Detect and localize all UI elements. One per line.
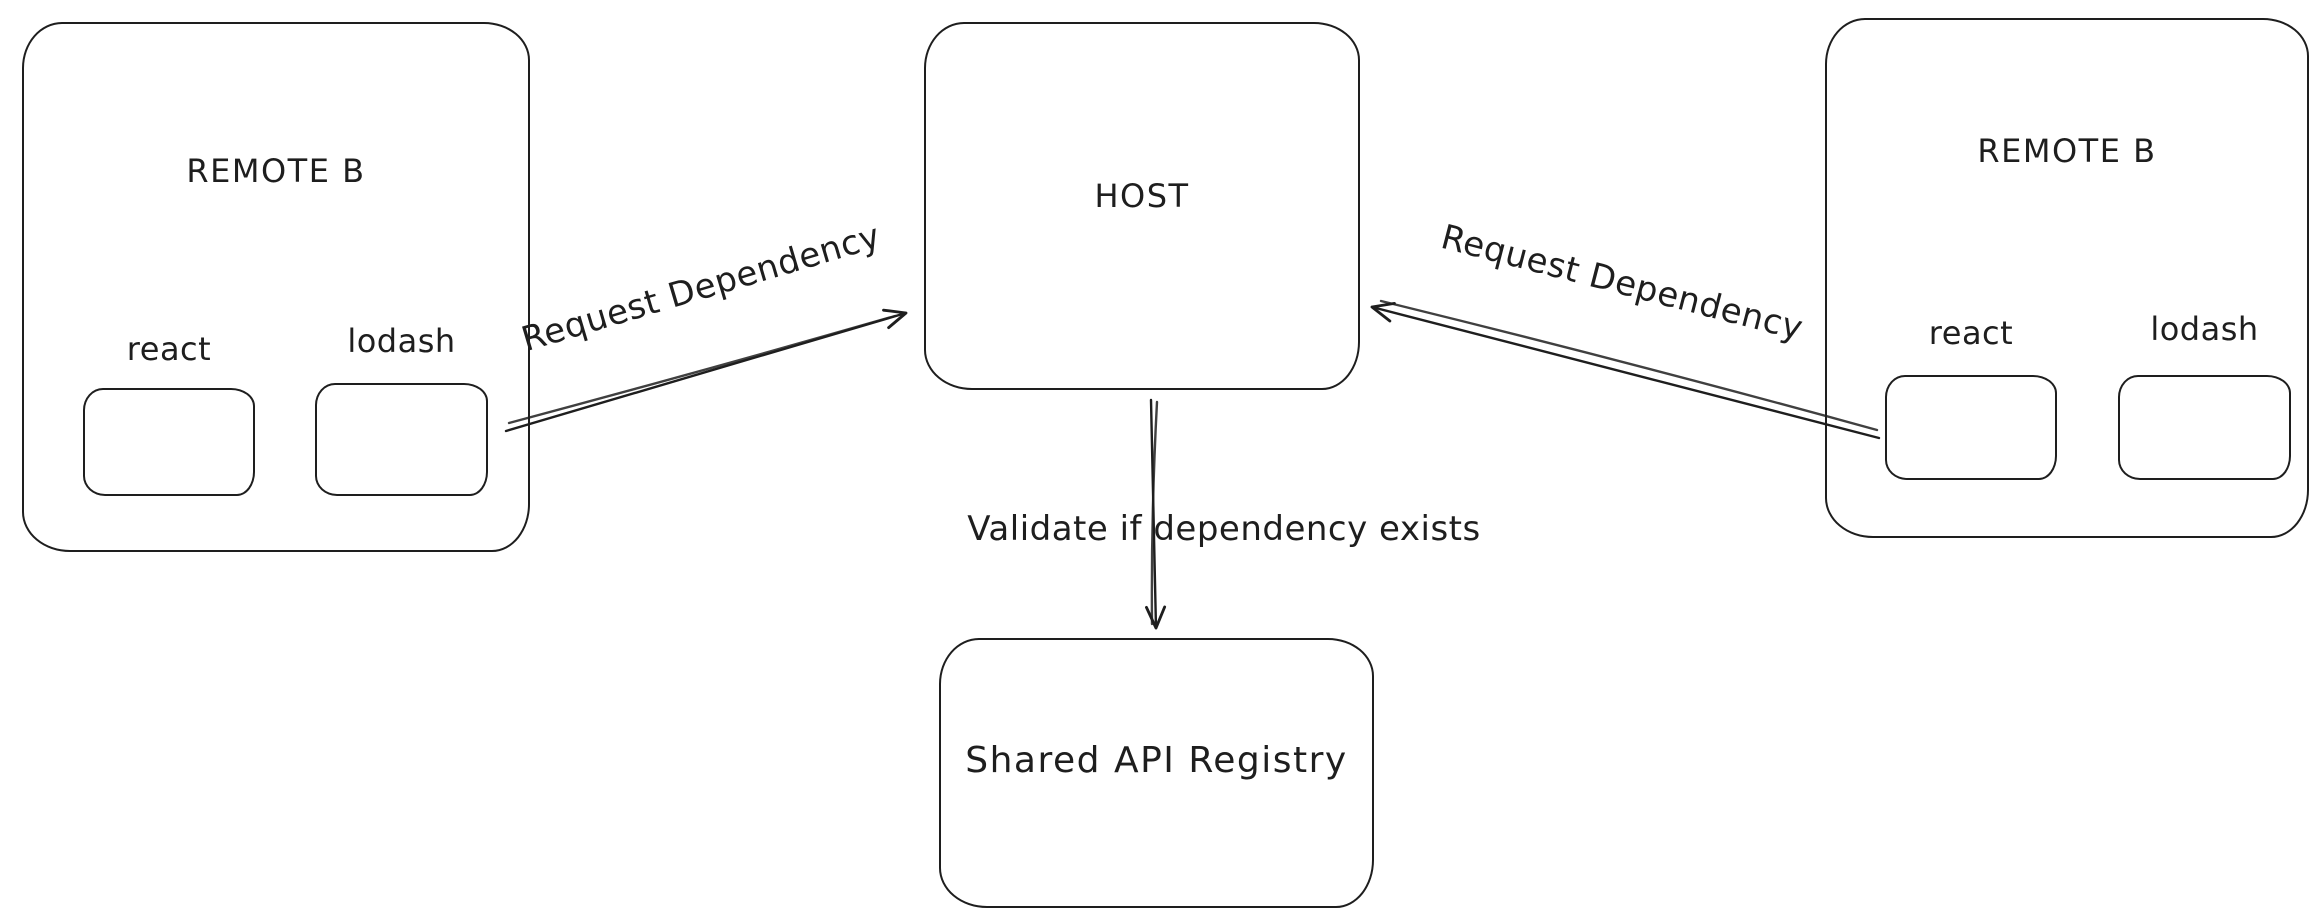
- node-remote-left-title: REMOTE B: [186, 152, 366, 190]
- module-box-react-right: [1885, 375, 2057, 480]
- module-label-lodash-right: lodash: [2150, 310, 2259, 348]
- edge-label-right-to-host: Request Dependency: [1436, 217, 1808, 349]
- node-registry-title: Shared API Registry: [965, 740, 1348, 781]
- module-label-lodash-left: lodash: [347, 322, 456, 360]
- module-label-react-right: react: [1928, 314, 2014, 352]
- edge-label-host-to-registry: Validate if dependency exists: [967, 509, 1481, 549]
- module-label-react-left: react: [126, 330, 212, 368]
- module-box-lodash-right: [2118, 375, 2291, 480]
- node-host-title: HOST: [1094, 177, 1190, 215]
- node-remote-right-title: REMOTE B: [1977, 132, 2157, 170]
- node-host: HOST: [924, 22, 1360, 390]
- node-remote-right: REMOTE B: [1825, 18, 2309, 538]
- node-remote-left: REMOTE B: [22, 22, 530, 552]
- edge-label-left-to-host: Request Dependency: [517, 216, 885, 360]
- module-box-lodash-left: [315, 383, 488, 496]
- module-box-react-left: [83, 388, 255, 496]
- node-registry: Shared API Registry: [939, 638, 1374, 908]
